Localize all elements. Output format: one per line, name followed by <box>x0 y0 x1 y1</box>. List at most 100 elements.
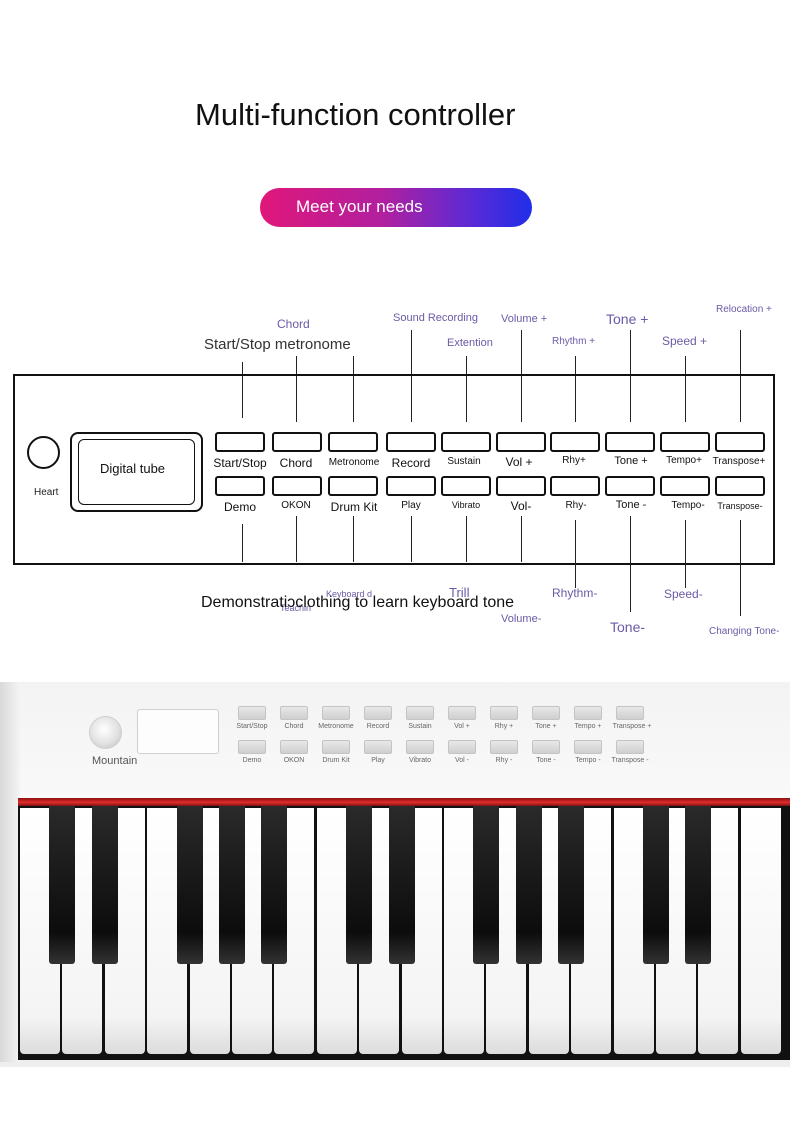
black-key[interactable] <box>515 806 542 964</box>
kb-vibrato-label: Vibrato <box>408 757 432 764</box>
kb-record-button[interactable] <box>364 706 392 720</box>
tempo-minus-button[interactable] <box>660 476 710 496</box>
demo-button[interactable] <box>215 476 265 496</box>
kb-rhy-minus-label: Rhy - <box>495 757 513 764</box>
black-key[interactable] <box>685 806 712 964</box>
vol-plus-button[interactable] <box>496 432 546 452</box>
drum-kit-button[interactable] <box>328 476 378 496</box>
sustain-button[interactable] <box>441 432 491 452</box>
callout-speed-plus: Speed + <box>662 334 708 348</box>
kb-tone-minus-button[interactable] <box>532 740 560 754</box>
metronome-button[interactable] <box>328 432 378 452</box>
okon-button[interactable] <box>272 476 322 496</box>
black-key[interactable] <box>388 806 415 964</box>
rhy-plus-label: Rhy+ <box>562 455 586 466</box>
kb-tone-minus-label: Tone - <box>536 757 556 764</box>
kb-record-label: Record <box>366 723 390 730</box>
kb-play-label: Play <box>371 757 385 764</box>
demo-label: Demo <box>223 500 256 514</box>
leader-sustain <box>466 356 467 422</box>
keyboard-volume-knob[interactable] <box>89 716 122 749</box>
kb-vibrato-button[interactable] <box>406 740 434 754</box>
kb-metronome-button[interactable] <box>322 706 350 720</box>
kb-vol-minus-button[interactable] <box>448 740 476 754</box>
digital-tube-label: Digital tube <box>100 461 166 476</box>
black-key[interactable] <box>219 806 245 964</box>
black-key[interactable] <box>558 806 585 964</box>
tone-minus-button[interactable] <box>605 476 655 496</box>
kb-vol-plus-label: Vol + <box>454 723 470 730</box>
black-key[interactable] <box>49 806 76 964</box>
sustain-label: Sustain <box>447 456 481 467</box>
kb-drum-kit-label: Drum Kit <box>322 757 350 764</box>
play-label: Play <box>401 500 421 511</box>
kb-vol-plus-button[interactable] <box>448 706 476 720</box>
white-key[interactable] <box>740 808 781 1054</box>
kb-transpose-minus-button[interactable] <box>616 740 644 754</box>
transpose-minus-button[interactable] <box>715 476 765 496</box>
metronome-label: Metronome <box>328 457 380 468</box>
kb-chord-button[interactable] <box>280 706 308 720</box>
kb-play-button[interactable] <box>364 740 392 754</box>
black-key[interactable] <box>346 806 373 964</box>
record-button[interactable] <box>386 432 436 452</box>
transpose-plus-button[interactable] <box>715 432 765 452</box>
kb-tone-plus-label: Tone + <box>535 723 557 730</box>
leader-start-stop <box>242 362 243 418</box>
kb-transpose-minus-label: Transpose - <box>611 757 649 764</box>
vol-minus-button[interactable] <box>496 476 546 496</box>
kb-tempo-plus-label: Tempo + <box>574 723 602 730</box>
callout-rhythm-minus: Rhythm- <box>552 586 598 600</box>
black-key[interactable] <box>643 806 669 964</box>
callout-teaching: Teachin <box>280 603 312 613</box>
black-key[interactable] <box>91 806 118 964</box>
leader-tempo-minus <box>685 520 686 588</box>
leader-play <box>411 516 412 562</box>
tone-plus-button[interactable] <box>605 432 655 452</box>
rhy-plus-button[interactable] <box>550 432 600 452</box>
chord-button[interactable] <box>272 432 322 452</box>
callout-start-stop-metronome: Start/Stop metronome <box>204 336 351 353</box>
leader-chord <box>296 356 297 422</box>
kb-sustain-button[interactable] <box>406 706 434 720</box>
kb-transpose-plus-button[interactable] <box>616 706 644 720</box>
black-key[interactable] <box>261 806 288 964</box>
play-button[interactable] <box>386 476 436 496</box>
leader-okon <box>296 516 297 562</box>
callout-changing-tone-minus: Changing Tone- <box>709 626 780 637</box>
leader-vibrato <box>466 516 467 562</box>
kb-tempo-plus-button[interactable] <box>574 706 602 720</box>
tempo-plus-button[interactable] <box>660 432 710 452</box>
callout-trill: Trill <box>449 585 470 600</box>
tempo-minus-label: Tempo- <box>671 500 705 511</box>
callout-demonstration: Demonstratiɔclothing to learn keyboard t… <box>201 594 515 611</box>
okon-label: OKON <box>281 500 311 511</box>
drum-kit-label: Drum Kit <box>330 500 378 514</box>
rhy-minus-label: Rhy- <box>565 500 587 511</box>
kb-rhy-minus-button[interactable] <box>490 740 518 754</box>
callout-volume-minus: Volume- <box>501 613 542 625</box>
kb-rhy-plus-label: Rhy + <box>494 723 514 730</box>
control-panel-diagram <box>13 374 775 565</box>
vibrato-button[interactable] <box>441 476 491 496</box>
volume-knob[interactable] <box>27 436 60 469</box>
kb-start-stop-label: Start/Stop <box>236 723 268 730</box>
kb-rhy-plus-button[interactable] <box>490 706 518 720</box>
leader-tone-plus <box>630 330 631 422</box>
rhy-minus-button[interactable] <box>550 476 600 496</box>
start-stop-button[interactable] <box>215 432 265 452</box>
leader-rhy-minus <box>575 520 576 588</box>
callout-volume-plus: Volume + <box>501 313 548 325</box>
kb-tempo-minus-button[interactable] <box>574 740 602 754</box>
kb-tone-plus-button[interactable] <box>532 706 560 720</box>
callout-chord: Chord <box>277 317 310 331</box>
black-key[interactable] <box>176 806 203 964</box>
transpose-minus-label: Transpose- <box>717 501 763 511</box>
tone-plus-label: Tone + <box>614 455 648 467</box>
kb-demo-button[interactable] <box>238 740 266 754</box>
black-key[interactable] <box>473 806 500 964</box>
kb-okon-button[interactable] <box>280 740 308 754</box>
kb-start-stop-button[interactable] <box>238 706 266 720</box>
keyboard-display <box>137 709 219 754</box>
kb-drum-kit-button[interactable] <box>322 740 350 754</box>
